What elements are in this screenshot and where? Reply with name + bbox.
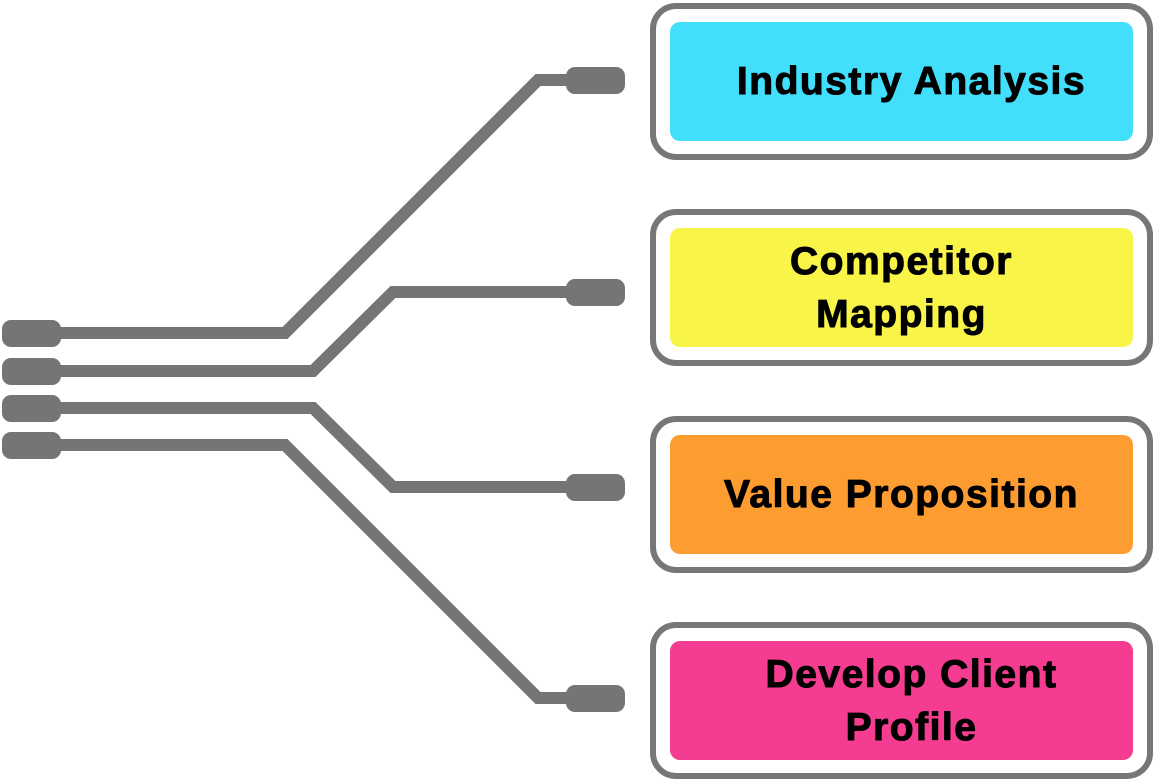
node-label: Develop Client Profile (765, 652, 1058, 749)
node-label: Value Proposition (724, 473, 1079, 517)
right-plug-1 (566, 67, 625, 94)
node-fill: Value Proposition (670, 435, 1133, 554)
node-fill: Competitor Mapping (670, 228, 1133, 347)
node-label: Industry Analysis (736, 60, 1087, 104)
wire-develop-client-profile (55, 439, 575, 704)
node-fill: Industry Analysis (670, 22, 1133, 141)
wire-competitor-mapping (55, 286, 575, 377)
left-plug-2 (2, 358, 61, 385)
left-plug-1 (2, 320, 61, 347)
left-plug-3 (2, 395, 61, 422)
right-plug-2 (566, 279, 625, 306)
node-fill: Develop Client Profile (670, 641, 1133, 760)
node-competitor-mapping: Competitor Mapping (650, 209, 1153, 366)
right-plug-3 (566, 474, 625, 501)
wire-value-proposition (55, 402, 575, 493)
wire-industry-analysis (55, 74, 575, 339)
right-plug-4 (566, 685, 625, 712)
node-label: Competitor Mapping (790, 239, 1013, 336)
node-industry-analysis: Industry Analysis (650, 3, 1153, 160)
node-develop-client-profile: Develop Client Profile (650, 622, 1153, 779)
left-plug-4 (2, 432, 61, 459)
node-value-proposition: Value Proposition (650, 416, 1153, 573)
